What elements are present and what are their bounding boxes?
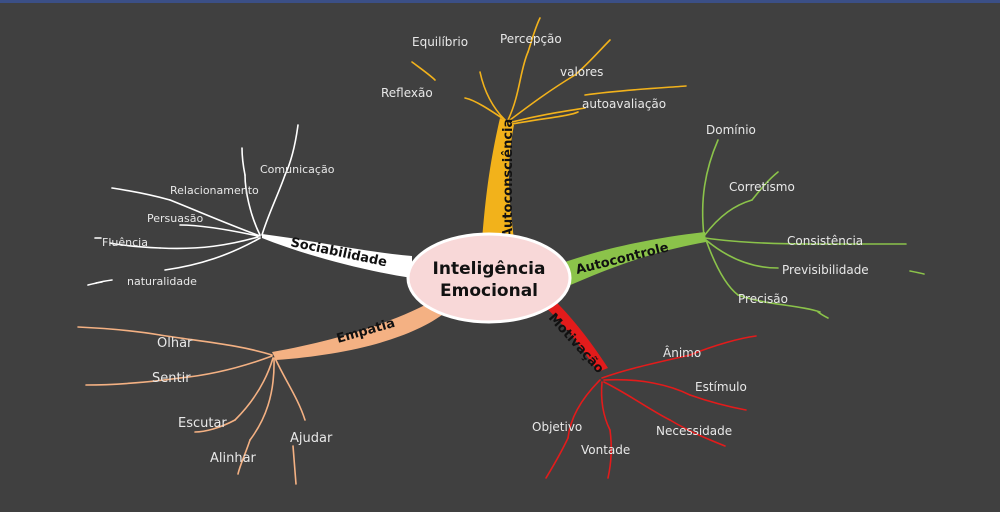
branch-autocontrole-twigs — [701, 139, 925, 319]
branch-motivacao-twigs — [545, 335, 757, 479]
leaf-reflexao: Reflexão — [381, 86, 433, 100]
branch-autoconsciencia-twigs — [411, 17, 687, 125]
leaf-persuasao: Persuasão — [147, 212, 203, 225]
leaf-equilibrio: Equilíbrio — [412, 35, 468, 49]
center-ellipse — [406, 232, 572, 324]
leaf-vontade: Vontade — [581, 443, 630, 457]
leaf-valores: valores — [560, 65, 603, 79]
branch-sociabilidade-stem — [262, 234, 412, 278]
leaf-objetivo: Objetivo — [532, 420, 582, 434]
leaf-naturalidade: naturalidade — [127, 275, 197, 288]
leaf-percepcao: Percepção — [500, 32, 562, 46]
leaf-animo: Ânimo — [663, 345, 701, 360]
branch-motivacao-stem — [540, 298, 608, 372]
leaf-corretismo: Corretismo — [729, 180, 795, 194]
leaf-ajudar: Ajudar — [290, 431, 333, 446]
center-title-line1: Inteligência — [433, 259, 546, 279]
leaf-relacionamento: Relacionamento — [170, 184, 259, 197]
center-node: Inteligência Emocional — [406, 232, 572, 324]
branch-empatia-stem — [272, 298, 446, 360]
leaf-consistencia: Consistência — [787, 234, 863, 248]
branch-title-motivacao: Motivação — [545, 311, 607, 377]
leaf-fluencia: Fluência — [102, 236, 148, 249]
branch-empatia: Olhar Sentir Escutar Alinhar Ajudar Empa… — [77, 298, 446, 485]
leaf-previsibilidade: Previsibilidade — [782, 263, 869, 277]
branch-autocontrole: Domínio Corretismo Consistência Previsib… — [565, 123, 925, 319]
leaf-sentir: Sentir — [152, 371, 191, 386]
branch-title-autoconsciencia: Autoconsciência — [501, 119, 516, 238]
branch-sociabilidade: Comunicação Relacionamento Persuasão Flu… — [87, 124, 412, 288]
leaf-estimulo: Estímulo — [695, 380, 747, 394]
branch-empatia-twigs — [77, 326, 306, 485]
leaf-dominio: Domínio — [706, 123, 756, 137]
leaf-alinhar: Alinhar — [210, 451, 257, 466]
branch-title-sociabilidade: Sociabilidade — [289, 235, 388, 270]
window-top-border — [0, 0, 1000, 3]
leaf-autoavaliacao: autoavaliação — [582, 97, 666, 111]
branch-autocontrole-stem — [565, 232, 706, 286]
branch-sociabilidade-twigs — [87, 124, 299, 286]
leaf-necessidade: Necessidade — [656, 424, 732, 438]
branch-autoconsciencia-stem — [482, 118, 514, 240]
branch-motivacao: Ânimo Estímulo Necessidade Objetivo Vont… — [532, 298, 757, 479]
center-title-line2: Emocional — [440, 281, 538, 301]
leaf-olhar: Olhar — [157, 336, 193, 351]
branch-autoconsciencia: Equilíbrio Percepção valores Reflexão au… — [381, 17, 687, 240]
leaf-escutar: Escutar — [178, 416, 227, 431]
leaf-precisao: Precisão — [738, 292, 788, 306]
leaf-comunicacao: Comunicação — [260, 163, 335, 176]
